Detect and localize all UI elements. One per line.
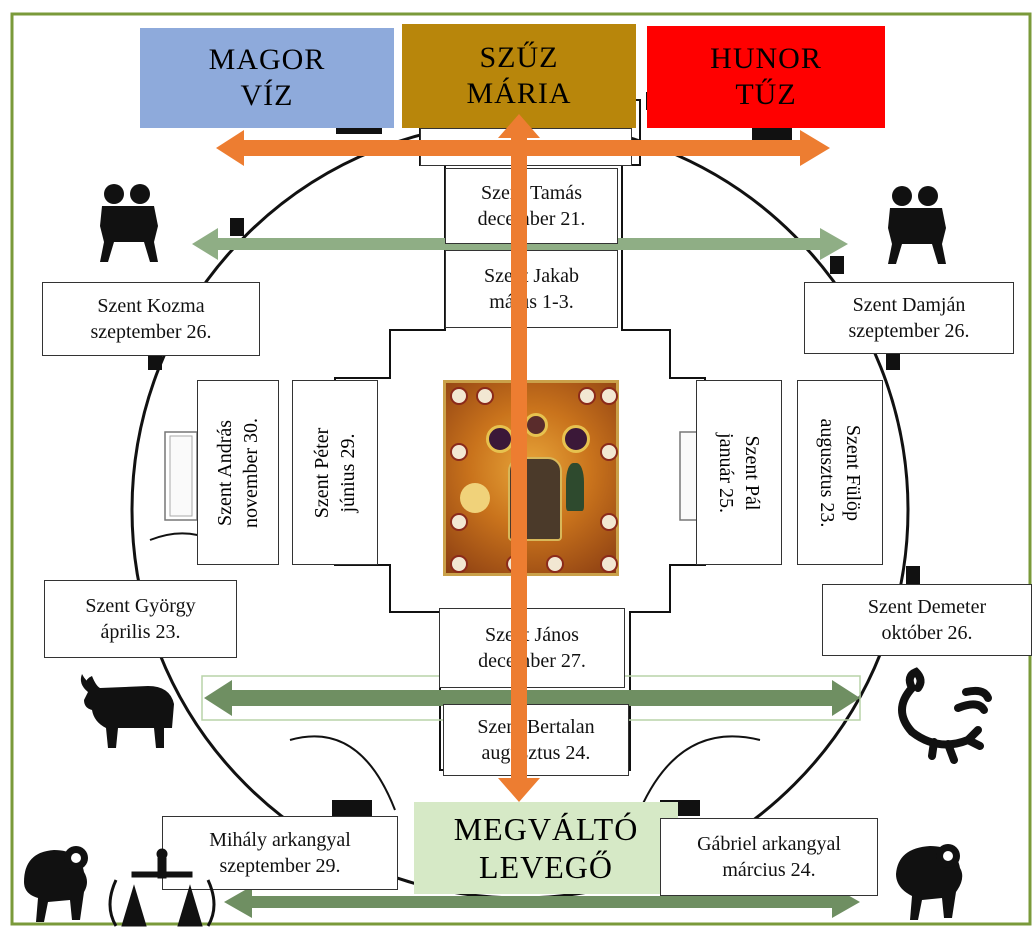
saint-peter-name: Szent Péter — [311, 427, 333, 518]
bottom-line2: LEVEGŐ — [479, 849, 613, 885]
saint-kozma-name: Szent Kozma — [97, 295, 205, 317]
arc-bottom-right — [639, 735, 761, 811]
saint-bertalan-name: Szent Bertalan — [477, 716, 595, 738]
saint-tamas-date: december 21. — [477, 208, 586, 230]
saint-damjan-date: szeptember 26. — [848, 320, 970, 342]
saint-jakab-name: Szent Jakab — [484, 265, 579, 287]
header-magor-line2: VÍZ — [240, 79, 294, 112]
saint-peter-date: június 29. — [337, 433, 359, 512]
header-szuz-line1: SZŰZ — [479, 41, 559, 74]
saint-bertalan: Szent Bertalan augusztus 24. — [443, 704, 629, 776]
saint-fulop-date: augusztus 23. — [816, 418, 838, 527]
mihaly-name: Mihály arkangyal — [209, 829, 351, 851]
saint-jakab-date: május 1-3. — [489, 291, 574, 313]
gabriel-date: március 24. — [722, 859, 816, 881]
header-magor-viz: MAGOR VÍZ — [140, 28, 394, 128]
saint-janos-name: Szent János — [485, 624, 579, 646]
saint-damjan: Szent Damján szeptember 26. — [804, 282, 1014, 354]
saint-demeter: Szent Demeter október 26. — [822, 584, 1032, 656]
gabriel-arkangyal: Gábriel arkangyal március 24. — [660, 818, 878, 896]
header-magor-line1: MAGOR — [208, 43, 326, 76]
cross-outline — [334, 99, 706, 771]
bottom-megvalto-levego: MEGVÁLTÓ LEVEGŐ — [414, 802, 678, 894]
bottom-line1: MEGVÁLTÓ — [453, 811, 639, 847]
header-base-box — [420, 128, 632, 166]
header-szuz-line2: MÁRIA — [466, 77, 572, 110]
mihaly-date: szeptember 29. — [219, 855, 341, 877]
saint-andras-name: Szent András — [214, 419, 236, 526]
saint-demeter-name: Szent Demeter — [867, 596, 987, 618]
saint-demeter-date: október 26. — [881, 622, 973, 644]
saint-gyorgy: Szent György április 23. — [44, 580, 237, 658]
gabriel-name: Gábriel arkangyal — [697, 833, 841, 855]
saint-kozma-date: szeptember 26. — [90, 321, 212, 343]
saint-janos-date: december 27. — [478, 650, 586, 672]
saint-janos: Szent János december 27. — [439, 608, 625, 688]
saint-tamas-name: Szent Tamás — [480, 182, 582, 204]
saint-damjan-name: Szent Damján — [852, 294, 966, 316]
header-hunor-tuz: HUNOR TŰZ — [647, 26, 885, 128]
saint-gyorgy-date: április 23. — [100, 621, 181, 643]
saint-gyorgy-name: Szent György — [85, 595, 196, 617]
saint-andras-date: november 30. — [240, 417, 262, 528]
saint-pal-date: január 25. — [715, 432, 737, 513]
header-hunor-line2: TŰZ — [735, 78, 797, 111]
green-arrow-3 — [224, 886, 860, 918]
header-hunor-line1: HUNOR — [710, 42, 822, 75]
relic-plate-image — [443, 380, 619, 576]
outer-frame — [10, 12, 1032, 926]
mihaly-arkangyal: Mihály arkangyal szeptember 29. — [162, 816, 398, 890]
saint-tamas: Szent Tamás december 21. — [445, 168, 618, 244]
saint-jakab: Szent Jakab május 1-3. — [445, 250, 618, 328]
saint-pal-name: Szent Pál — [741, 434, 763, 510]
saint-kozma: Szent Kozma szeptember 26. — [42, 282, 260, 356]
saint-fulop-name: Szent Fülöp — [842, 424, 864, 521]
saint-bertalan-date: augusztus 24. — [481, 742, 591, 764]
header-szuz-maria: SZŰZ MÁRIA — [402, 24, 636, 128]
arc-bottom-left — [289, 735, 396, 811]
